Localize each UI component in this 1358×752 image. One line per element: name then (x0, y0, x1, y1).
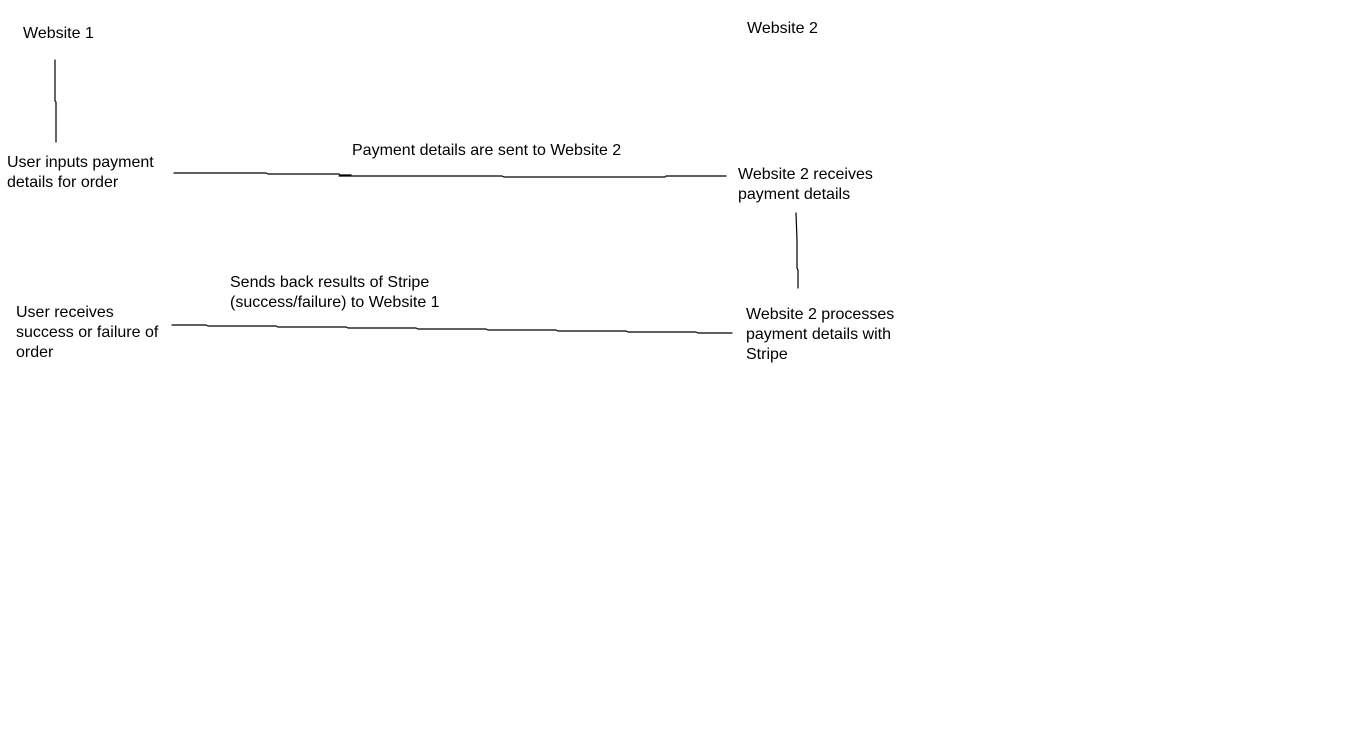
connector-payment-sent-to-website2 (173, 172, 727, 178)
website2-processes-node: Website 2 processes payment details with… (746, 306, 895, 363)
website2-receives-node: Website 2 receives payment details (738, 166, 873, 203)
payment-sent-edge-label: Payment details are sent to Website 2 (352, 142, 622, 159)
sends-back-edge-label: Sends back results of Stripe (success/fa… (230, 274, 440, 311)
connector-results-back-to-website1 (171, 324, 733, 334)
connector-website1-to-user-inputs (54, 59, 57, 143)
user-receives-node: User receives success or failure of orde… (16, 304, 159, 361)
website2-heading: Website 2 (747, 20, 818, 37)
website1-heading: Website 1 (23, 25, 94, 42)
user-inputs-node: User inputs payment details for order (7, 154, 154, 191)
connector-website2-receives-to-processes (795, 212, 799, 289)
